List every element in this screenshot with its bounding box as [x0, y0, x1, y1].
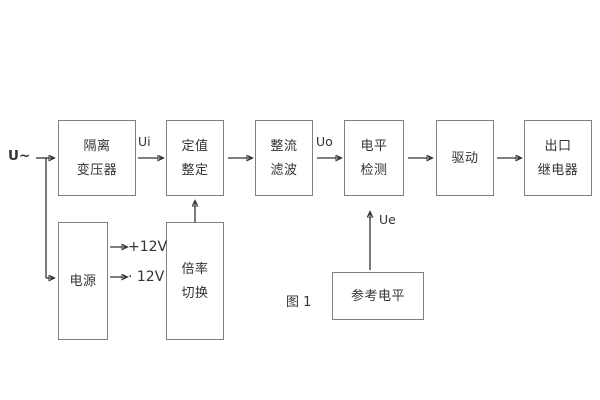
- block-isolation-transformer-line2: 变压器: [76, 162, 118, 178]
- block-level-detection-line2: 检测: [360, 162, 388, 178]
- figure-caption: 图 1: [286, 295, 312, 310]
- block-power-supply-line1: 电源: [69, 273, 97, 289]
- block-isolation-transformer[interactable]: 隔离 变压器: [58, 120, 136, 196]
- signal-label-uo: Uo: [316, 134, 333, 149]
- block-reference-level-line1: 参考电平: [350, 288, 405, 304]
- block-setpoint-setting[interactable]: 定值 整定: [166, 120, 224, 196]
- block-ratio-switching[interactable]: 倍率 切换: [166, 222, 224, 340]
- block-setpoint-setting-line2: 整定: [181, 162, 209, 178]
- rail-label-negative: · 12V: [128, 269, 165, 285]
- block-rectify-filter-line1: 整流: [270, 138, 298, 154]
- block-output-relay[interactable]: 出口 继电器: [524, 120, 592, 196]
- block-driver[interactable]: 驱动: [436, 120, 494, 196]
- input-voltage-label: U~: [8, 148, 31, 164]
- signal-label-ui: Ui: [138, 134, 151, 149]
- block-power-supply[interactable]: 电源: [58, 222, 108, 340]
- block-rectify-filter-line2: 滤波: [270, 162, 298, 178]
- block-isolation-transformer-line1: 隔离: [83, 138, 111, 154]
- block-output-relay-line1: 出口: [544, 138, 572, 154]
- block-driver-line1: 驱动: [451, 150, 479, 166]
- block-output-relay-line2: 继电器: [537, 162, 579, 178]
- block-ratio-switching-line2: 切换: [181, 285, 209, 301]
- rail-label-positive: +12V: [128, 239, 168, 255]
- block-level-detection[interactable]: 电平 检测: [344, 120, 404, 196]
- block-reference-level[interactable]: 参考电平: [332, 272, 424, 320]
- block-level-detection-line1: 电平: [360, 138, 388, 154]
- signal-label-ue: Ue: [379, 212, 396, 227]
- block-ratio-switching-line1: 倍率: [181, 261, 209, 277]
- block-rectify-filter[interactable]: 整流 滤波: [255, 120, 313, 196]
- block-setpoint-setting-line1: 定值: [181, 138, 209, 154]
